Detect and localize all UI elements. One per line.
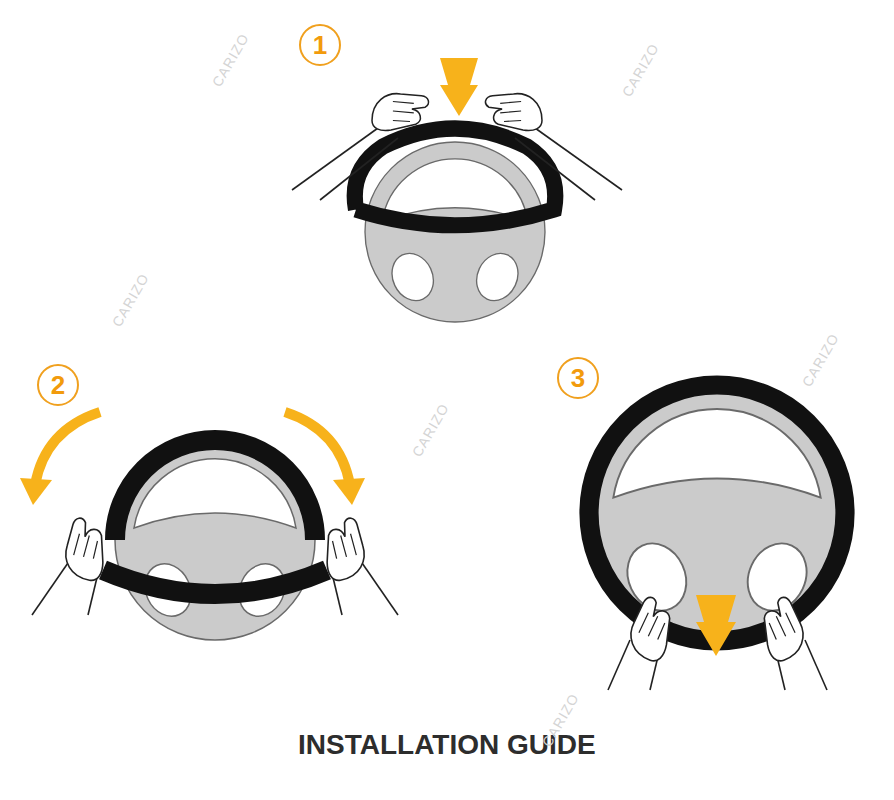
step-number: 1	[313, 32, 327, 58]
watermark: CARIZO	[619, 40, 662, 99]
watermark: CARIZO	[409, 400, 452, 459]
step-number: 2	[51, 372, 65, 398]
step-1-figure	[292, 58, 622, 322]
callout-number: 3	[557, 357, 599, 399]
callout-number: 2	[37, 364, 79, 406]
watermark: CARIZO	[109, 270, 152, 329]
step-2-figure	[20, 412, 398, 640]
step-number: 3	[571, 365, 585, 391]
watermark: CARIZO	[209, 30, 252, 89]
step-3-figure	[589, 385, 845, 690]
watermark: CARIZO	[799, 330, 842, 389]
callout-number: 1	[299, 24, 341, 66]
